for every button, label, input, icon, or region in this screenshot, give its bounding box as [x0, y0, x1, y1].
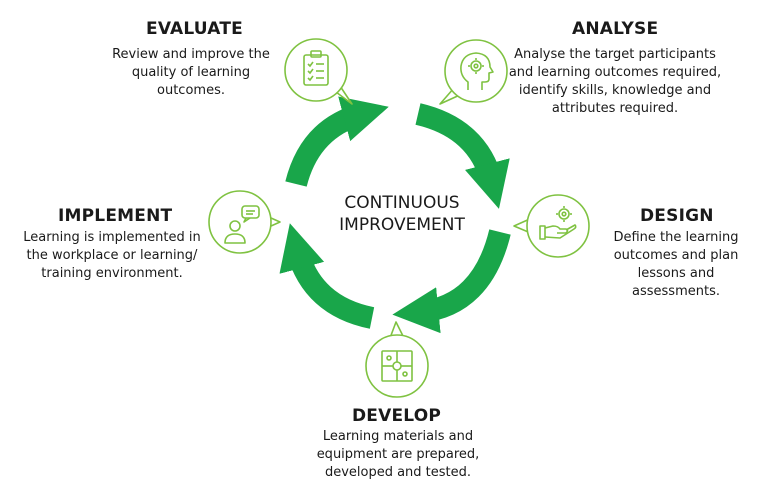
puzzle-icon [381, 350, 413, 382]
arrow-design-to-develop [392, 229, 511, 334]
person-chat-icon [224, 205, 260, 244]
design-title: DESIGN [640, 206, 714, 226]
implement-title: IMPLEMENT [58, 206, 173, 226]
develop-description: Learning materials and equipment are pre… [316, 429, 480, 480]
evaluate-title: EVALUATE [146, 19, 243, 39]
implement-description: Learning is implemented in the workplace… [23, 230, 201, 281]
center-label-line2: IMPROVEMENT [339, 215, 465, 235]
develop-title: DEVELOP [352, 406, 442, 426]
center-label: CONTINUOUS IMPROVEMENT [302, 192, 502, 236]
evaluate-description: Review and improve the quality of learni… [112, 47, 270, 98]
analyse-bubble [439, 39, 508, 105]
implement-bubble [208, 190, 281, 254]
arrow-develop-to-implement [279, 223, 375, 329]
checklist-icon [303, 50, 329, 86]
arrow-evaluate-to-analyse [285, 96, 389, 187]
develop-bubble [365, 321, 429, 398]
analyse-title: ANALYSE [572, 19, 659, 39]
head-gear-icon [460, 52, 494, 90]
design-description: Define the learning outcomes and plan le… [613, 230, 739, 299]
center-label-line1: CONTINUOUS [344, 193, 460, 213]
arrow-analyse-to-design [415, 103, 510, 209]
analyse-description: Analyse the target participants and lear… [508, 47, 722, 116]
hand-gear-icon [539, 206, 577, 240]
design-bubble [513, 194, 590, 258]
evaluate-bubble [284, 38, 353, 105]
